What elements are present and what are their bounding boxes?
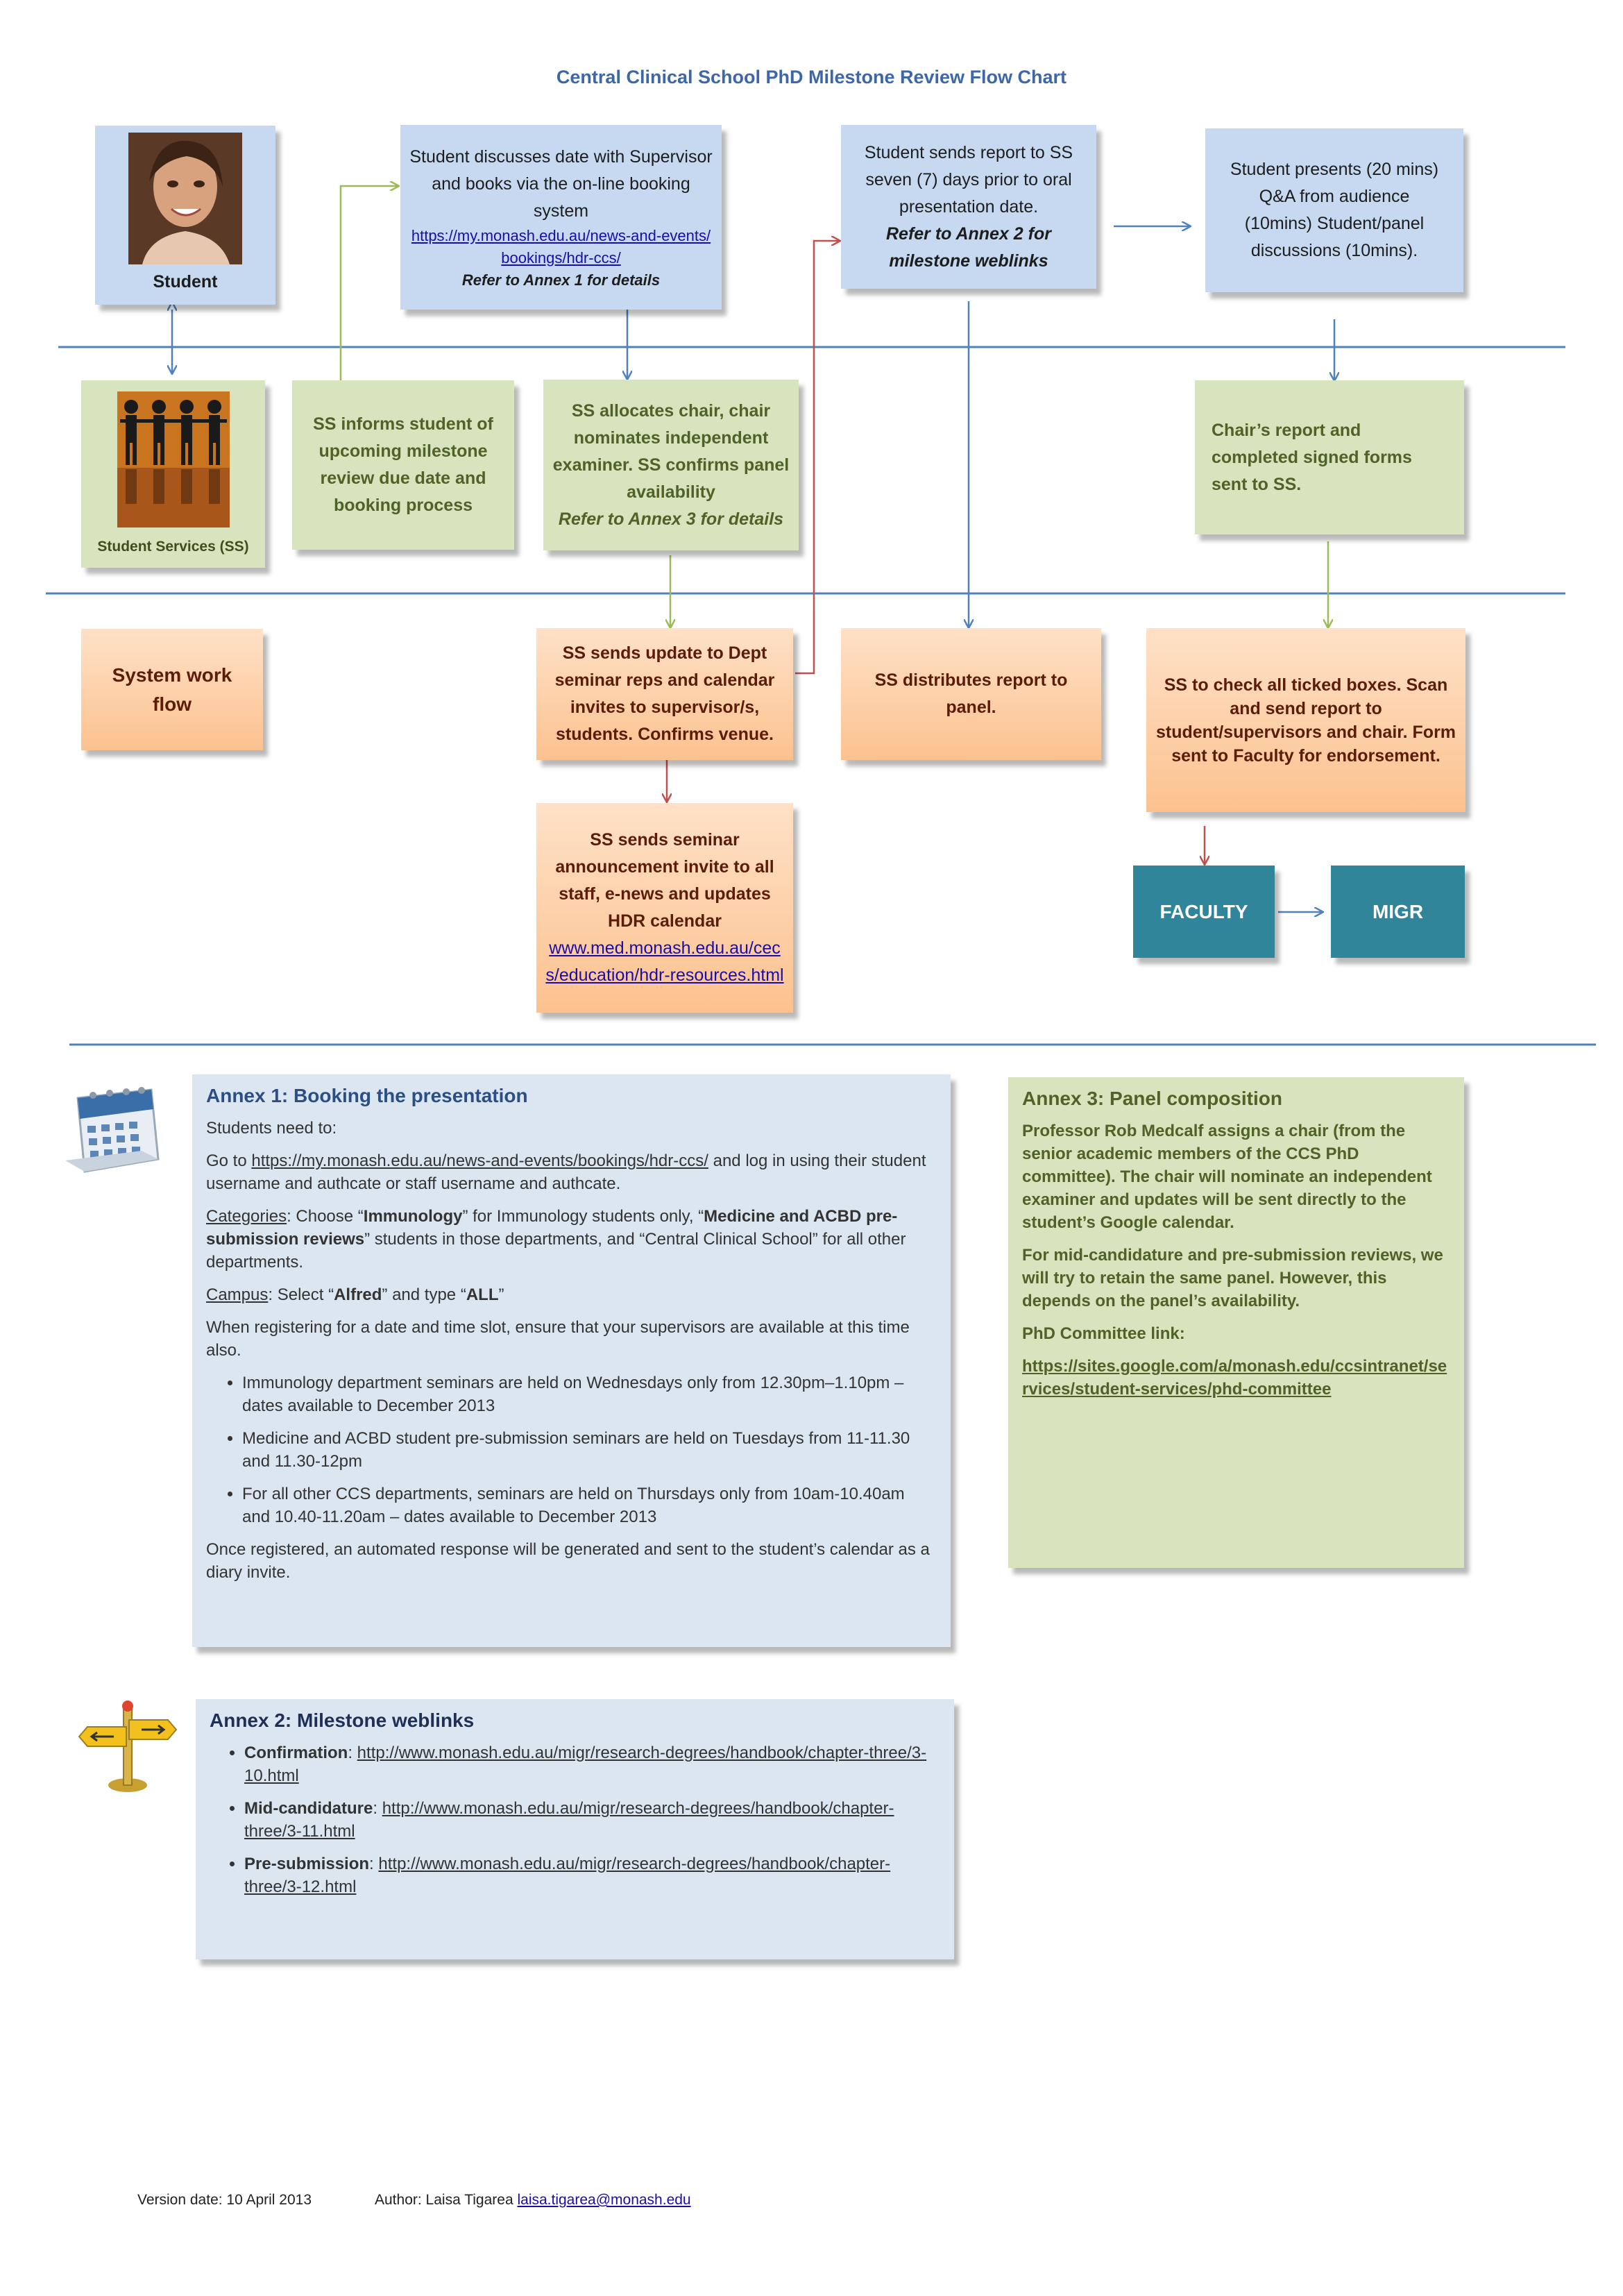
student-box: Student xyxy=(95,126,275,305)
annex3-p2: For mid-candidature and pre-submission r… xyxy=(1022,1246,1443,1310)
categories-text-e: ” students in those departments, and “Ce… xyxy=(206,1230,906,1272)
ss-check-box: SS to check all ticked boxes. Scan and s… xyxy=(1146,628,1465,812)
categories-text-a: : Choose “ xyxy=(287,1207,364,1226)
orange1-to-box2-arrow xyxy=(795,241,840,675)
list-item: Confirmation: http://www.monash.edu.au/m… xyxy=(244,1741,940,1787)
author-name: Author: Laisa Tigarea xyxy=(375,2192,513,2208)
annex2-title: Annex 2: Milestone weblinks xyxy=(210,1710,475,1731)
categories-text-c: ” for Immunology students only, “ xyxy=(462,1207,704,1226)
annex1-booking-link[interactable]: https://my.monash.edu.au/news-and-events… xyxy=(251,1151,708,1170)
campus-text-e: ” xyxy=(498,1285,504,1304)
list-item: Immunology department seminars are held … xyxy=(242,1371,937,1417)
migr-label: MIGR xyxy=(1372,901,1424,922)
page-title: Central Clinical School PhD Milestone Re… xyxy=(556,67,1067,87)
faculty-label: FACULTY xyxy=(1159,901,1248,922)
ss-seminar-text: SS sends seminar announcement invite to … xyxy=(555,830,774,931)
ss-sends-update-text: SS sends update to Dept seminar reps and… xyxy=(554,643,775,744)
annex1-bullets: Immunology department seminars are held … xyxy=(206,1371,937,1528)
author-email-link[interactable]: laisa.tigarea@monash.edu xyxy=(517,2192,691,2208)
annex1-categories: Categories: Choose “Immunology” for Immu… xyxy=(206,1205,937,1274)
categories-label: Categories xyxy=(206,1207,287,1226)
list-item: Pre-submission: http://www.monash.edu.au… xyxy=(244,1852,940,1898)
annex2-panel: Annex 2: Milestone weblinks Confirmation… xyxy=(196,1699,954,1959)
migr-box: MIGR xyxy=(1331,866,1465,958)
student-services-box: Student Services (SS) xyxy=(81,380,265,568)
ss-distributes-box: SS distributes report to panel. xyxy=(841,628,1101,760)
annex1-intro: Students need to: xyxy=(206,1119,337,1138)
ss-informs-text: SS informs student of upcoming milestone… xyxy=(313,414,493,515)
booking-step-box: Student discusses date with Supervisor a… xyxy=(400,125,722,310)
annex3-p1: Professor Rob Medcalf assigns a chair (f… xyxy=(1022,1122,1432,1232)
pre-submission-link[interactable]: http://www.monash.edu.au/migr/research-d… xyxy=(244,1855,891,1896)
faculty-box: FACULTY xyxy=(1133,866,1275,958)
people-chain-icon xyxy=(117,391,230,527)
mid-candidature-link[interactable]: http://www.monash.edu.au/migr/research-d… xyxy=(244,1799,894,1841)
campus-text-c: ” and type “ xyxy=(382,1285,466,1304)
annex1-closing: Once registered, an automated response w… xyxy=(206,1540,930,1582)
version-date: Version date: 10 April 2013 xyxy=(137,2192,312,2208)
ss-allocates-note: Refer to Annex 3 for details xyxy=(558,509,784,529)
ss-allocates-box: SS allocates chair, chair nominates inde… xyxy=(543,380,799,550)
categories-immunology: Immunology xyxy=(363,1207,463,1226)
chair-report-text: Chair’s report and completed signed form… xyxy=(1212,420,1412,494)
annex1-campus: Campus: Select “Alfred” and type “ALL” xyxy=(206,1283,937,1306)
present-box: Student presents (20 mins) Q&A from audi… xyxy=(1205,128,1463,292)
annex3-p3: PhD Committee link: xyxy=(1022,1324,1185,1343)
annex1-goto-suffix: and log in using their student username … xyxy=(206,1151,926,1193)
list-item: Mid-candidature: http://www.monash.edu.a… xyxy=(244,1797,940,1843)
booking-step-text: Student discusses date with Supervisor a… xyxy=(409,146,713,221)
booking-link[interactable]: https://my.monash.edu.au/news-and-events… xyxy=(411,226,711,267)
annex1-goto: Go to https://my.monash.edu.au/news-and-… xyxy=(206,1149,937,1195)
campus-label: Campus xyxy=(206,1285,269,1304)
system-workflow-box: System work flow xyxy=(81,629,263,750)
student-photo xyxy=(128,133,242,264)
student-label: Student xyxy=(153,272,218,292)
calendar-icon xyxy=(65,1087,160,1173)
green1-to-box1-arrow xyxy=(339,186,398,380)
ss-sends-update-box: SS sends update to Dept seminar reps and… xyxy=(536,628,793,760)
phd-committee-link[interactable]: https://sites.google.com/a/monash.edu/cc… xyxy=(1022,1357,1447,1399)
hdr-resources-link[interactable]: www.med.monash.edu.au/cecs/education/hdr… xyxy=(545,938,784,985)
ss-allocates-text: SS allocates chair, chair nominates inde… xyxy=(552,400,790,502)
send-report-box: Student sends report to SS seven (7) day… xyxy=(841,125,1096,289)
annex1-title: Annex 1: Booking the presentation xyxy=(206,1085,528,1106)
ss-seminar-box: SS sends seminar announcement invite to … xyxy=(536,803,793,1013)
annex3-title: Annex 3: Panel composition xyxy=(1022,1088,1282,1109)
annex3-panel: Annex 3: Panel composition Professor Rob… xyxy=(1008,1077,1464,1568)
student-services-label: Student Services (SS) xyxy=(97,539,249,555)
chair-report-box: Chair’s report and completed signed form… xyxy=(1195,380,1464,534)
campus-all: ALL xyxy=(466,1285,499,1304)
weblink-label: Mid-candidature xyxy=(244,1799,373,1818)
system-workflow-label-2: flow xyxy=(153,693,192,715)
send-report-text: Student sends report to SS seven (7) day… xyxy=(864,142,1073,217)
list-item: Medicine and ACBD student pre-submission… xyxy=(242,1427,937,1473)
weblink-label: Pre-submission xyxy=(244,1855,370,1873)
list-item: For all other CCS departments, seminars … xyxy=(242,1483,937,1528)
system-workflow-label-1: System work xyxy=(112,664,232,686)
campus-text-a: : Select “ xyxy=(268,1285,334,1304)
campus-alfred: Alfred xyxy=(334,1285,382,1304)
send-report-note: Refer to Annex 2 for milestone weblinks xyxy=(885,223,1051,271)
ss-check-text: SS to check all ticked boxes. Scan and s… xyxy=(1155,675,1456,766)
confirmation-link[interactable]: http://www.monash.edu.au/migr/research-d… xyxy=(244,1744,927,1785)
annex1-panel: Annex 1: Booking the presentation Studen… xyxy=(192,1074,951,1647)
author: Author: Laisa Tigarea laisa.tigarea@mona… xyxy=(375,2192,691,2209)
annex1-registering: When registering for a date and time slo… xyxy=(206,1318,910,1360)
ss-distributes-text: SS distributes report to panel. xyxy=(874,670,1068,717)
signpost-icon xyxy=(78,1700,178,1792)
present-text: Student presents (20 mins) Q&A from audi… xyxy=(1230,160,1439,260)
categories-medicine: Medicine and ACBD pre-submission reviews xyxy=(206,1207,898,1249)
weblink-label: Confirmation xyxy=(244,1744,348,1762)
ss-informs-box: SS informs student of upcoming milestone… xyxy=(292,380,514,550)
annex1-goto-prefix: Go to xyxy=(206,1151,252,1170)
annex2-list: Confirmation: http://www.monash.edu.au/m… xyxy=(210,1741,940,1898)
booking-step-note: Refer to Annex 1 for details xyxy=(461,271,661,289)
